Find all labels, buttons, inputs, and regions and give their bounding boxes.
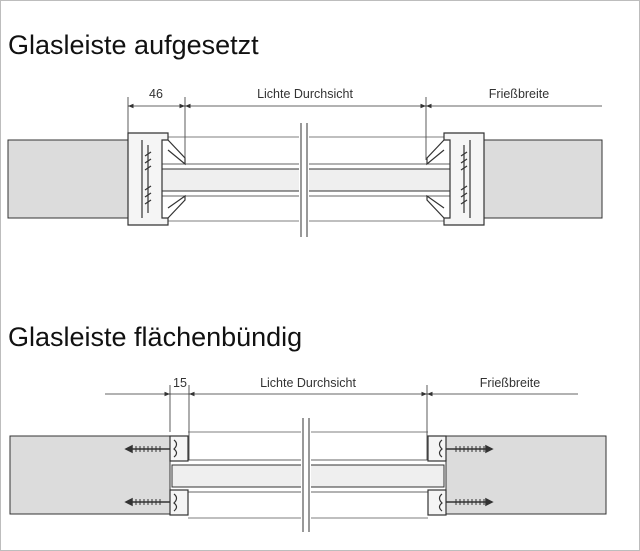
screw-right-bottom xyxy=(446,497,494,507)
frieze-left xyxy=(7,139,137,219)
screw-left-top xyxy=(124,444,170,454)
section-title-aufgesetzt: Glasleiste aufgesetzt xyxy=(8,30,259,60)
glazing-bead-right xyxy=(427,435,447,516)
dimension-line-bottom xyxy=(105,385,578,460)
dimension-label-46: 46 xyxy=(149,87,163,101)
dimension-label-clear-view: Lichte Durchsicht xyxy=(257,87,353,101)
break-line-bottom xyxy=(301,418,311,532)
dimension-label-frieze-width: Frießbreite xyxy=(480,376,540,390)
section-title-flaechenbuendig: Glasleiste flächenbündig xyxy=(8,322,303,352)
dimension-label-frieze-width: Frießbreite xyxy=(489,87,549,101)
screw-right-top xyxy=(446,444,494,454)
dimension-label-clear-view: Lichte Durchsicht xyxy=(260,376,356,390)
break-line-top xyxy=(299,123,309,237)
dimension-line-top xyxy=(127,97,602,160)
glazing-bead-right xyxy=(426,132,485,226)
section-aufgesetzt: 46 Lichte Durchsicht Frießbreite xyxy=(7,87,603,237)
glazing-bead-left xyxy=(127,132,186,226)
section-flaechenbuendig: 15 Lichte Durchsicht Frießbreite xyxy=(9,376,607,532)
dimension-label-15: 15 xyxy=(173,376,187,390)
frieze-right xyxy=(469,139,603,219)
screw-left-bottom xyxy=(124,497,170,507)
